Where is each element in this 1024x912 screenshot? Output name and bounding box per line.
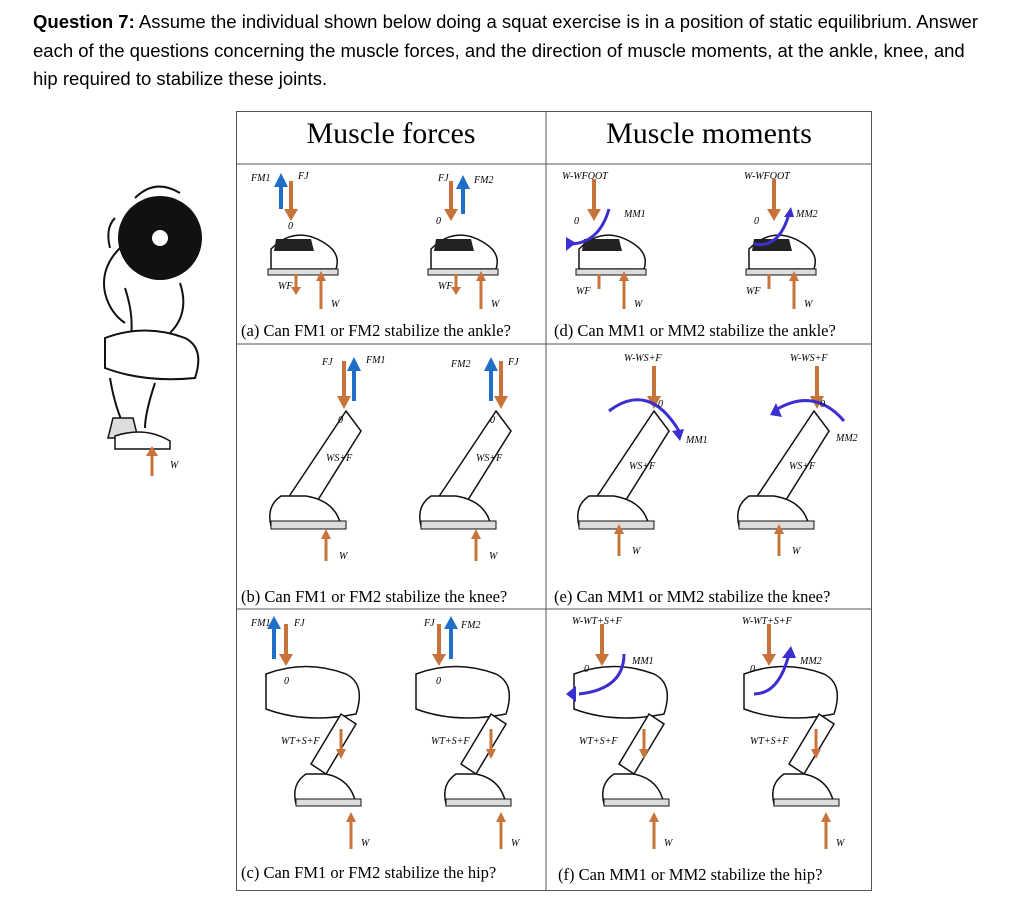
svg-text:W-WS+F: W-WS+F xyxy=(624,353,662,364)
svg-text:W: W xyxy=(792,546,802,557)
caption-e: (e) Can MM1 or MM2 stabilize the knee? xyxy=(554,587,831,606)
svg-text:WS+F: WS+F xyxy=(629,461,656,472)
shank-icon xyxy=(269,409,362,530)
shoe-icon xyxy=(575,234,647,276)
svg-text:W-WT+S+F: W-WT+S+F xyxy=(572,616,623,627)
question-body: Assume the individual shown below doing … xyxy=(33,11,978,89)
shank-icon xyxy=(419,409,512,530)
svg-text:MM1: MM1 xyxy=(631,656,654,667)
col-header-forces: Muscle forces xyxy=(306,117,476,150)
w-label-person: W xyxy=(170,460,180,471)
svg-text:W: W xyxy=(489,551,499,562)
svg-text:WT+S+F: WT+S+F xyxy=(579,736,618,747)
svg-text:WT+S+F: WT+S+F xyxy=(750,736,789,747)
svg-text:0: 0 xyxy=(288,221,293,232)
svg-text:0: 0 xyxy=(820,399,825,410)
svg-text:W: W xyxy=(361,838,371,849)
svg-text:WF: WF xyxy=(746,286,761,297)
svg-text:0: 0 xyxy=(490,415,495,426)
svg-text:W-WS+F: W-WS+F xyxy=(790,353,828,364)
thigh-icon xyxy=(415,665,512,807)
svg-text:WS+F: WS+F xyxy=(476,453,503,464)
svg-text:WS+F: WS+F xyxy=(326,453,353,464)
svg-text:FJ: FJ xyxy=(437,173,449,184)
question-label: Question 7: xyxy=(33,11,135,32)
svg-text:WF: WF xyxy=(438,281,453,292)
svg-text:W-WFOOT: W-WFOOT xyxy=(562,171,609,182)
svg-text:FM2: FM2 xyxy=(473,175,493,186)
svg-text:W: W xyxy=(511,838,521,849)
svg-text:W: W xyxy=(632,546,642,557)
svg-text:W: W xyxy=(836,838,846,849)
svg-text:W: W xyxy=(491,299,501,310)
knee-moments-diagram: W-WS+F MM1 0 WS+F W W-WS+F MM2 0 WS+F W xyxy=(577,353,858,557)
figure-table: Muscle forces Muscle moments FM1 FJ 0 WF… xyxy=(236,111,872,891)
caption-c: (c) Can FM1 or FM2 stabilize the hip? xyxy=(241,863,497,882)
caption-f: (f) Can MM1 or MM2 stabilize the hip? xyxy=(558,865,823,884)
svg-text:WF: WF xyxy=(576,286,591,297)
svg-text:W: W xyxy=(331,299,341,310)
svg-text:WT+S+F: WT+S+F xyxy=(281,736,320,747)
svg-text:0: 0 xyxy=(574,216,579,227)
svg-text:0: 0 xyxy=(658,399,663,410)
caption-b: (b) Can FM1 or FM2 stabilize the knee? xyxy=(241,587,508,606)
ankle-forces-diagram: FM1 FJ 0 WF W FJ FM2 0 WF W xyxy=(250,171,501,310)
svg-text:FM1: FM1 xyxy=(250,618,270,629)
hip-moments-diagram: W-WT+S+F MM1 0 WT+S+F W W-WT+S+F MM2 0 W… xyxy=(566,616,846,849)
svg-text:0: 0 xyxy=(750,664,755,675)
svg-text:FJ: FJ xyxy=(423,618,435,629)
svg-text:WT+S+F: WT+S+F xyxy=(431,736,470,747)
thigh-icon xyxy=(743,665,840,807)
svg-text:0: 0 xyxy=(338,415,343,426)
svg-text:FM2: FM2 xyxy=(450,359,470,370)
svg-text:W: W xyxy=(804,299,814,310)
svg-text:FJ: FJ xyxy=(507,357,519,368)
squat-person-illustration: W xyxy=(103,185,202,476)
ankle-moments-diagram: W-WFOOT MM1 0 WF W W-WFOOT MM2 0 WF W xyxy=(562,171,818,310)
svg-text:W: W xyxy=(664,838,674,849)
svg-text:FJ: FJ xyxy=(321,357,333,368)
caption-a: (a) Can FM1 or FM2 stabilize the ankle? xyxy=(241,321,511,340)
svg-text:FM1: FM1 xyxy=(365,355,385,366)
question-text: Question 7: Assume the individual shown … xyxy=(33,8,993,94)
thigh-icon xyxy=(265,665,362,807)
svg-text:MM2: MM2 xyxy=(795,209,818,220)
svg-text:MM2: MM2 xyxy=(799,656,822,667)
caption-d: (d) Can MM1 or MM2 stabilize the ankle? xyxy=(554,321,836,340)
col-header-moments: Muscle moments xyxy=(606,117,812,150)
shoe-icon xyxy=(745,234,817,276)
shank-icon xyxy=(737,409,830,530)
svg-text:0: 0 xyxy=(584,664,589,675)
thigh-icon xyxy=(573,665,670,807)
svg-text:FJ: FJ xyxy=(293,618,305,629)
shoe-icon xyxy=(267,234,339,276)
svg-text:0: 0 xyxy=(284,676,289,687)
svg-text:0: 0 xyxy=(754,216,759,227)
shoe-icon xyxy=(427,234,499,276)
svg-text:MM1: MM1 xyxy=(623,209,646,220)
figure-grid xyxy=(236,111,872,891)
svg-text:0: 0 xyxy=(436,216,441,227)
svg-text:MM1: MM1 xyxy=(685,435,708,446)
svg-text:0: 0 xyxy=(436,676,441,687)
svg-text:FJ: FJ xyxy=(297,171,309,182)
svg-text:WF: WF xyxy=(278,281,293,292)
svg-text:W: W xyxy=(634,299,644,310)
svg-text:WS+F: WS+F xyxy=(789,461,816,472)
hip-forces-diagram: FM1 FJ 0 WT+S+F W FJ FM2 0 WT+S+F W xyxy=(250,616,521,849)
svg-text:W-WFOOT: W-WFOOT xyxy=(744,171,791,182)
shank-icon xyxy=(577,409,670,530)
svg-text:FM1: FM1 xyxy=(250,173,270,184)
knee-forces-diagram: FJ FM1 0 WS+F W FM2 FJ 0 WS+F W xyxy=(269,355,519,562)
svg-text:W-WT+S+F: W-WT+S+F xyxy=(742,616,793,627)
svg-text:W: W xyxy=(339,551,349,562)
svg-text:MM2: MM2 xyxy=(835,433,858,444)
svg-text:FM2: FM2 xyxy=(460,620,480,631)
